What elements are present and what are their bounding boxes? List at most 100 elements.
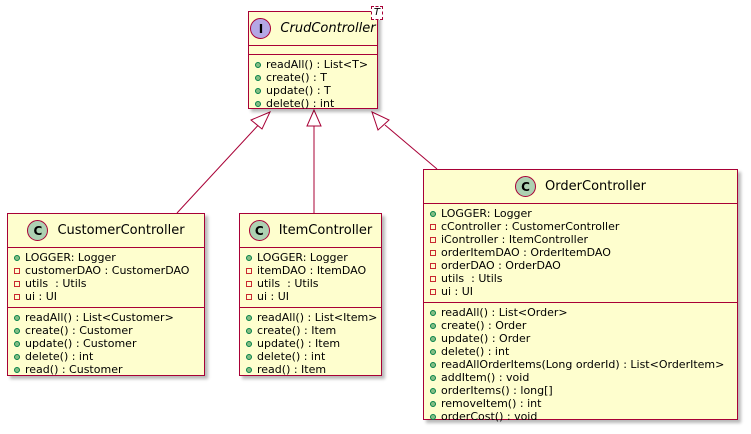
class-header: C ItemController <box>240 214 381 248</box>
public-marker-icon <box>14 366 20 373</box>
field-row: customerDAO : CustomerDAO <box>14 264 204 277</box>
class-badge: C <box>248 220 270 241</box>
public-marker-icon <box>246 340 252 347</box>
interface-badge: I <box>250 18 272 39</box>
class-header: I CrudController <box>249 12 377 46</box>
methods-section: readAll() : List<T> create() : T update(… <box>249 55 377 114</box>
class-name: OrderController <box>545 179 646 194</box>
method-row: read() : Item <box>246 363 381 376</box>
method-row: update() : Order <box>430 332 737 345</box>
method-row: delete() : int <box>430 345 737 358</box>
public-marker-icon <box>246 327 252 334</box>
private-marker-icon <box>246 280 252 287</box>
arrow-customer-to-crud <box>176 119 264 214</box>
private-marker-icon <box>246 293 252 300</box>
field-row: ui : UI <box>430 285 737 298</box>
method-row: readAll() : List<Order> <box>430 306 737 319</box>
field-row: orderItemDAO : OrderItemDAO <box>430 246 737 259</box>
field-row: ui : UI <box>14 290 204 303</box>
method-row: addItem() : void <box>430 371 737 384</box>
arrow-head-item <box>306 108 322 127</box>
private-marker-icon <box>430 275 436 282</box>
fields-section: LOGGER: Logger customerDAO : CustomerDAO… <box>8 248 204 308</box>
fields-section: LOGGER: Logger itemDAO : ItemDAO utils :… <box>240 248 381 308</box>
method-row: readAll() : List<Customer> <box>14 311 204 324</box>
method-row: delete() : int <box>14 350 204 363</box>
public-marker-icon <box>246 366 252 373</box>
private-marker-icon <box>430 223 436 230</box>
method-row: create() : Customer <box>14 324 204 337</box>
public-marker-icon <box>430 335 436 342</box>
method-row: update() : T <box>255 84 377 97</box>
public-marker-icon <box>246 314 252 321</box>
class-name: CrudController <box>280 21 376 36</box>
public-marker-icon <box>430 309 436 316</box>
methods-section: readAll() : List<Customer> create() : Cu… <box>8 308 204 380</box>
class-name: CustomerController <box>57 223 185 238</box>
public-marker-icon <box>430 361 436 368</box>
item-controller-class: C ItemController LOGGER: Logger itemDAO … <box>239 213 382 376</box>
private-marker-icon <box>246 267 252 274</box>
methods-section: readAll() : List<Item> create() : Item u… <box>240 308 381 380</box>
public-marker-icon <box>14 353 20 360</box>
field-row: LOGGER: Logger <box>246 251 381 264</box>
public-marker-icon <box>430 210 436 217</box>
method-row: create() : T <box>255 71 377 84</box>
generic-parameter: T <box>370 6 383 20</box>
private-marker-icon <box>430 249 436 256</box>
private-marker-icon <box>14 280 20 287</box>
field-row: utils : Utils <box>246 277 381 290</box>
class-badge: C <box>27 220 49 241</box>
public-marker-icon <box>255 100 261 107</box>
public-marker-icon <box>255 61 261 68</box>
customer-controller-class: C CustomerController LOGGER: Logger cust… <box>7 213 205 376</box>
public-marker-icon <box>430 387 436 394</box>
public-marker-icon <box>430 400 436 407</box>
order-controller-class: C OrderController LOGGER: Logger cContro… <box>423 169 738 423</box>
class-header: C CustomerController <box>8 214 204 248</box>
public-marker-icon <box>14 327 20 334</box>
public-marker-icon <box>255 74 261 81</box>
private-marker-icon <box>430 288 436 295</box>
public-marker-icon <box>430 322 436 329</box>
crud-controller-interface: T I CrudController readAll() : List<T> c… <box>248 6 383 110</box>
method-row: update() : Customer <box>14 337 204 350</box>
public-marker-icon <box>430 348 436 355</box>
methods-section: readAll() : List<Order> create() : Order… <box>424 303 737 427</box>
method-row: removeItem() : int <box>430 397 737 410</box>
public-marker-icon <box>246 254 252 261</box>
arrow-head-order <box>371 111 390 131</box>
fields-section <box>249 46 377 55</box>
method-row: readAll() : List<T> <box>255 58 377 71</box>
class-name: ItemController <box>278 223 373 238</box>
field-row: orderDAO : OrderDAO <box>430 259 737 272</box>
field-row: utils : Utils <box>14 277 204 290</box>
private-marker-icon <box>14 267 20 274</box>
public-marker-icon <box>14 314 20 321</box>
public-marker-icon <box>14 340 20 347</box>
method-row: read() : Customer <box>14 363 204 376</box>
field-row: itemDAO : ItemDAO <box>246 264 381 277</box>
public-marker-icon <box>430 374 436 381</box>
field-row: LOGGER: Logger <box>430 207 737 220</box>
field-row: utils : Utils <box>430 272 737 285</box>
class-badge: C <box>515 176 537 197</box>
private-marker-icon <box>14 293 20 300</box>
field-row: ui : UI <box>246 290 381 303</box>
arrow-head-customer <box>250 111 272 130</box>
fields-section: LOGGER: Logger cController : CustomerCon… <box>424 204 737 303</box>
method-row: delete() : int <box>246 350 381 363</box>
method-row: orderItems() : long[] <box>430 384 737 397</box>
method-row: delete() : int <box>255 97 377 110</box>
field-row: cController : CustomerController <box>430 220 737 233</box>
method-row: update() : Item <box>246 337 381 350</box>
private-marker-icon <box>430 236 436 243</box>
public-marker-icon <box>14 254 20 261</box>
method-row: readAllOrderItems(Long orderId) : List<O… <box>430 358 737 371</box>
method-row: create() : Order <box>430 319 737 332</box>
field-row: iController : ItemController <box>430 233 737 246</box>
method-row: create() : Item <box>246 324 381 337</box>
private-marker-icon <box>430 262 436 269</box>
method-row: orderCost() : void <box>430 410 737 423</box>
